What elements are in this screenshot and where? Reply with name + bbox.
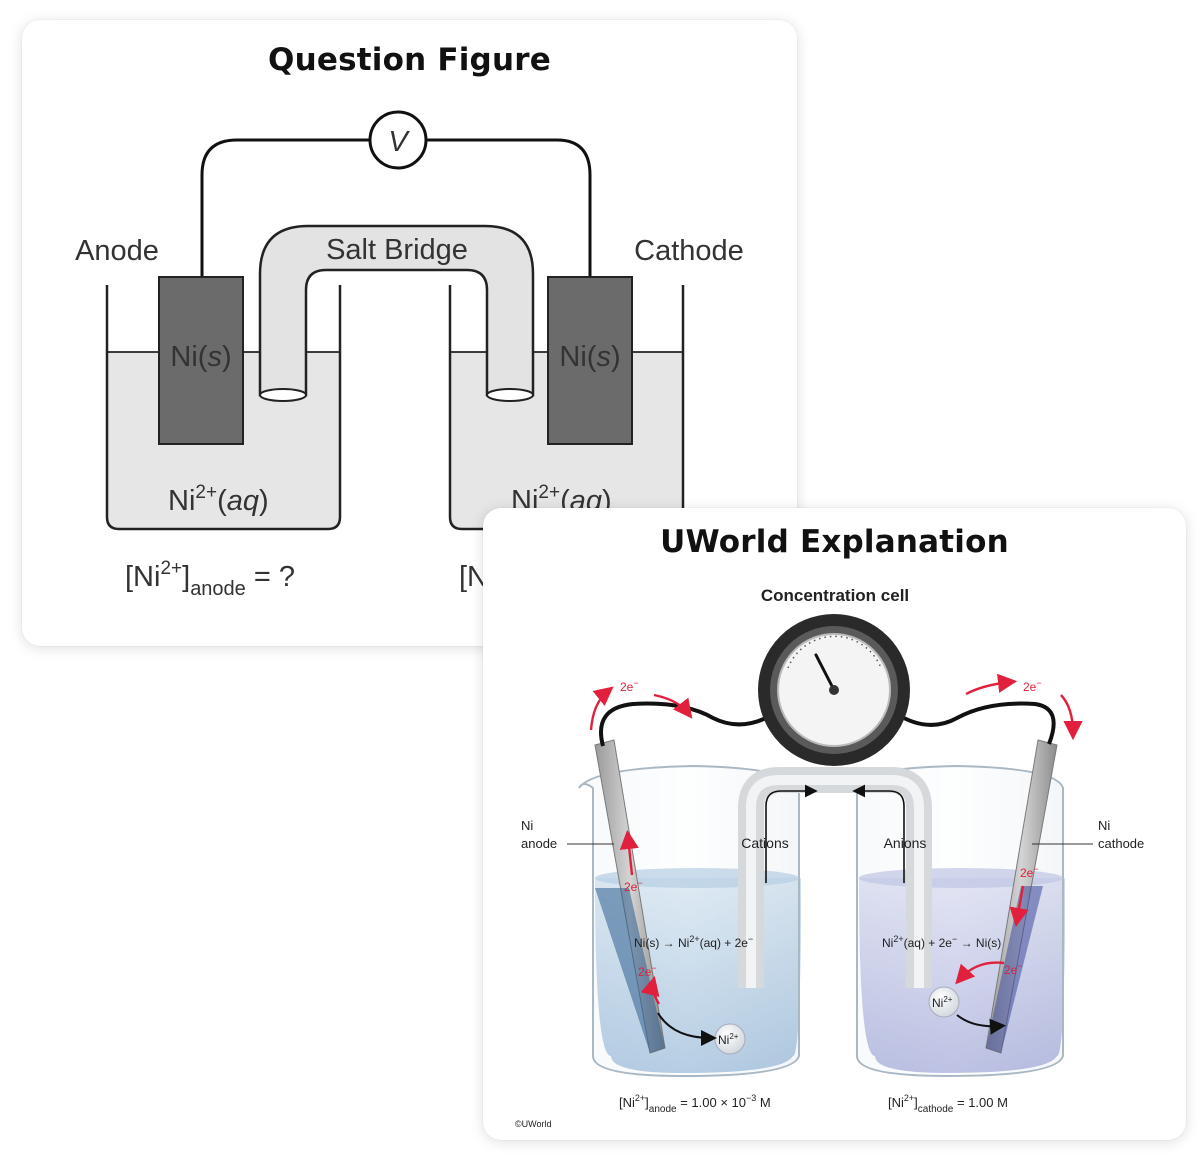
- voltmeter-icon: [368, 110, 428, 170]
- electron-arrow-top-right: [1060, 694, 1083, 741]
- anions-label: Anions: [884, 835, 927, 851]
- question-figure-title: Question Figure: [268, 42, 551, 78]
- cathode-side-label-line2: cathode: [1098, 836, 1144, 851]
- electron-arrow-cathode-down: [1009, 885, 1029, 928]
- electron-arrow-top-left: [589, 686, 614, 731]
- galvanic-cell-diagram: V Salt Bridge Ni(s) Ni(s) Anode Cathode …: [75, 110, 744, 600]
- voltmeter-needle: [814, 653, 836, 692]
- cathode-electrode-submerged: [986, 886, 1043, 1053]
- diagram-subtitle: Concentration cell: [761, 586, 909, 605]
- anion-flow-arrow: [852, 784, 905, 883]
- uworld-explanation-card: UWorld Explanation: [483, 508, 1186, 1140]
- cathode-side-label-line1: Ni: [1098, 818, 1110, 833]
- electron-arrow-wire-right: [965, 673, 1018, 696]
- anode-side-label-line1: Ni: [521, 818, 533, 833]
- anode-concentration-value: [Ni2+]anode = 1.00 × 10−3 M: [619, 1093, 771, 1115]
- salt-bridge-label: Salt Bridge: [326, 234, 468, 266]
- electron-arrow-cathode-inner: [955, 961, 1005, 985]
- voltmeter-symbol: V: [388, 126, 410, 158]
- electron-label-top-right: 2e−: [1023, 678, 1042, 694]
- anode-reaction: Ni(s) → Ni2+(aq) + 2e−: [634, 934, 753, 950]
- anode-label: Anode: [75, 235, 159, 267]
- salt-bridge-right-opening: [486, 388, 534, 402]
- explanation-title: UWorld Explanation: [660, 524, 1009, 560]
- concentration-cell-diagram: Concentration cell Cations Anions: [515, 586, 1144, 1129]
- electron-label-top-left: 2e−: [620, 678, 639, 694]
- voltmeter-pivot: [829, 685, 839, 695]
- ion-release-arrow: [657, 1012, 717, 1046]
- salt-bridge: [258, 224, 535, 397]
- left-wire: [599, 701, 777, 747]
- ni-ion-cathode: [928, 986, 960, 1018]
- ni-ion-cathode-label: Ni2+: [932, 995, 953, 1010]
- anode-electrode-submerged: [595, 888, 665, 1053]
- right-solution-label: Ni2+(aq): [511, 482, 612, 517]
- right-wire: [893, 701, 1056, 745]
- cathode-electrode: [547, 276, 633, 445]
- electron-arrow-anode-inner: [640, 976, 661, 1005]
- ni-ion-anode-label: Ni2+: [718, 1032, 739, 1047]
- anode-concentration: [Ni2+]anode = ?: [125, 558, 295, 600]
- electron-label-anode-lower: 2e−: [638, 963, 657, 979]
- external-wire: [200, 138, 592, 278]
- salt-bridge-highlight: [746, 775, 924, 988]
- cation-flow-arrow: [765, 784, 818, 883]
- anode-electrode: [158, 276, 244, 445]
- electron-label-cathode-lower: 2e−: [1004, 961, 1023, 977]
- cathode-electrode-label: Ni(s): [559, 341, 620, 373]
- anode-side-label-line2: anode: [521, 836, 557, 851]
- cathode-concentration-value: [Ni2+]cathode = 1.00 M: [888, 1093, 1008, 1115]
- electron-label-cathode: 2e−: [1020, 864, 1039, 880]
- salt-bridge-left-opening: [259, 388, 307, 402]
- electron-arrow-anode-up: [619, 829, 639, 876]
- question-figure-card: Question Figure V Salt Bridge Ni(s) Ni(s…: [22, 20, 797, 646]
- ion-deposit-arrow: [956, 1014, 1006, 1035]
- cathode-reaction: Ni2+(aq) + 2e− → Ni(s): [882, 934, 1001, 950]
- left-solution-label: Ni2+(aq): [168, 482, 269, 517]
- cathode-label: Cathode: [634, 235, 744, 267]
- electron-label-anode: 2e−: [624, 878, 643, 894]
- left-beaker: [105, 285, 342, 531]
- cations-label: Cations: [741, 835, 788, 851]
- copyright-label: ©UWorld: [515, 1119, 551, 1129]
- anode-electrode-label: Ni(s): [170, 341, 231, 373]
- electron-arrow-wire-left: [653, 693, 693, 719]
